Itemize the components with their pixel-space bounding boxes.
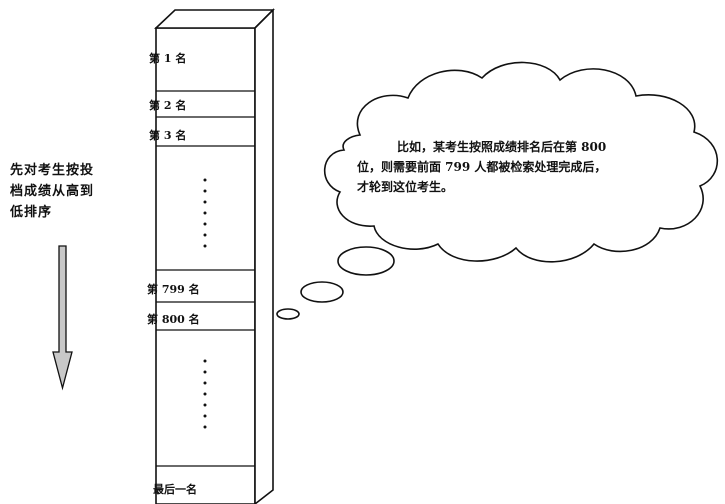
- thought-bubble-medium: [300, 281, 344, 303]
- column-side-face: [254, 8, 274, 504]
- rank-dividers: [156, 90, 255, 467]
- down-arrow-icon: [52, 245, 73, 391]
- rank-label-third: 第 3 名: [149, 129, 187, 142]
- rank-label-second: 第 2 名: [149, 99, 187, 112]
- thought-bubble-small: [276, 308, 300, 320]
- thought-bubbles: [276, 246, 395, 320]
- sorting-note-line: 先对考生按投: [10, 163, 95, 178]
- thought-cloud-line: 位，则需要前面 799 人都被检索处理完成后，: [357, 160, 607, 174]
- ellipsis-dots-lower: [203, 359, 207, 429]
- rank-label-799: 第 799 名: [147, 283, 200, 296]
- ellipsis-dots-upper: [203, 178, 207, 248]
- sorting-note-line: 低排序: [10, 205, 53, 220]
- thought-cloud-line: 比如，某考生按照成绩排名后在第 800: [397, 140, 607, 154]
- column-top-face: [153, 9, 275, 29]
- sorting-note-line: 档成绩从高到: [10, 184, 95, 199]
- rank-label-first: 第 1 名: [149, 52, 187, 65]
- thought-bubble-large: [337, 246, 395, 276]
- thought-cloud-line: 才轮到这位考生。: [357, 180, 454, 194]
- thought-cloud: [323, 61, 719, 263]
- sorting-note: 先对考生按投 档成绩从高到 低排序: [10, 160, 116, 223]
- ranking-column: [153, 8, 275, 504]
- rank-label-800: 第 800 名: [147, 313, 200, 326]
- thought-cloud-text: 比如，某考生按照成绩排名后在第 800 位，则需要前面 799 人都被检索处理完…: [357, 137, 657, 197]
- rank-label-last: 最后一名: [153, 483, 197, 496]
